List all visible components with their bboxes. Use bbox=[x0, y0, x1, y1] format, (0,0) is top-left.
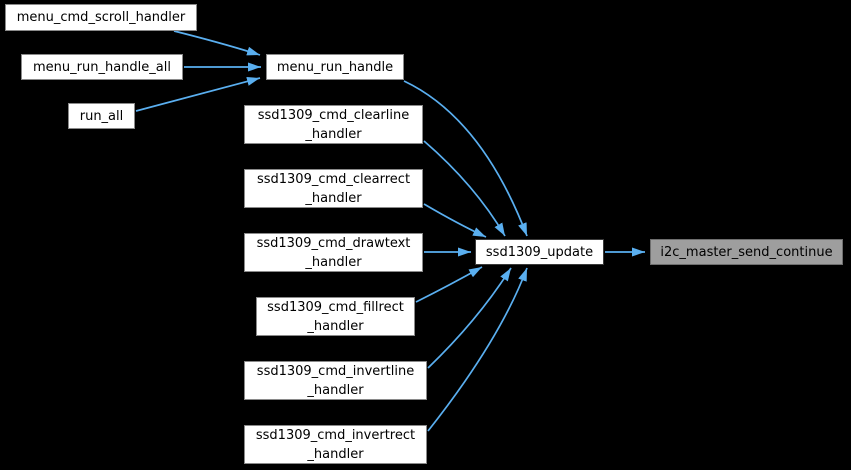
node-ssd1309-cmd-clearrect-handler[interactable]: ssd1309_cmd_clearrect _handler bbox=[244, 169, 423, 208]
node-menu-cmd-scroll-handler[interactable]: menu_cmd_scroll_handler bbox=[5, 4, 197, 31]
edge-clearrect-to-update bbox=[423, 203, 487, 238]
node-ssd1309-cmd-invertrect-handler[interactable]: ssd1309_cmd_invertrect _handler bbox=[244, 425, 427, 464]
node-ssd1309-cmd-drawtext-handler[interactable]: ssd1309_cmd_drawtext _handler bbox=[244, 233, 423, 272]
edge-invertline-to-update bbox=[427, 267, 512, 369]
node-run-all[interactable]: run_all bbox=[68, 103, 135, 129]
node-ssd1309-cmd-clearline-handler[interactable]: ssd1309_cmd_clearline _handler bbox=[244, 105, 423, 144]
node-ssd1309-cmd-fillrect-handler[interactable]: ssd1309_cmd_fillrect _handler bbox=[256, 297, 415, 336]
edge-invertrect-to-update bbox=[427, 267, 528, 432]
edge-runhandle-to-update bbox=[403, 80, 528, 237]
edge-fillrect-to-update bbox=[415, 266, 483, 303]
edge-runall-to-runhandle bbox=[135, 77, 261, 112]
edge-scroll-to-runhandle bbox=[173, 30, 261, 56]
node-menu-run-handle-all[interactable]: menu_run_handle_all bbox=[21, 54, 183, 80]
edge-clearline-to-update bbox=[423, 140, 506, 237]
node-i2c-master-send-continue[interactable]: i2c_master_send_continue bbox=[650, 239, 843, 265]
node-ssd1309-cmd-invertline-handler[interactable]: ssd1309_cmd_invertline _handler bbox=[244, 361, 427, 400]
node-menu-run-handle[interactable]: menu_run_handle bbox=[266, 54, 404, 80]
node-ssd1309-update[interactable]: ssd1309_update bbox=[475, 239, 604, 265]
